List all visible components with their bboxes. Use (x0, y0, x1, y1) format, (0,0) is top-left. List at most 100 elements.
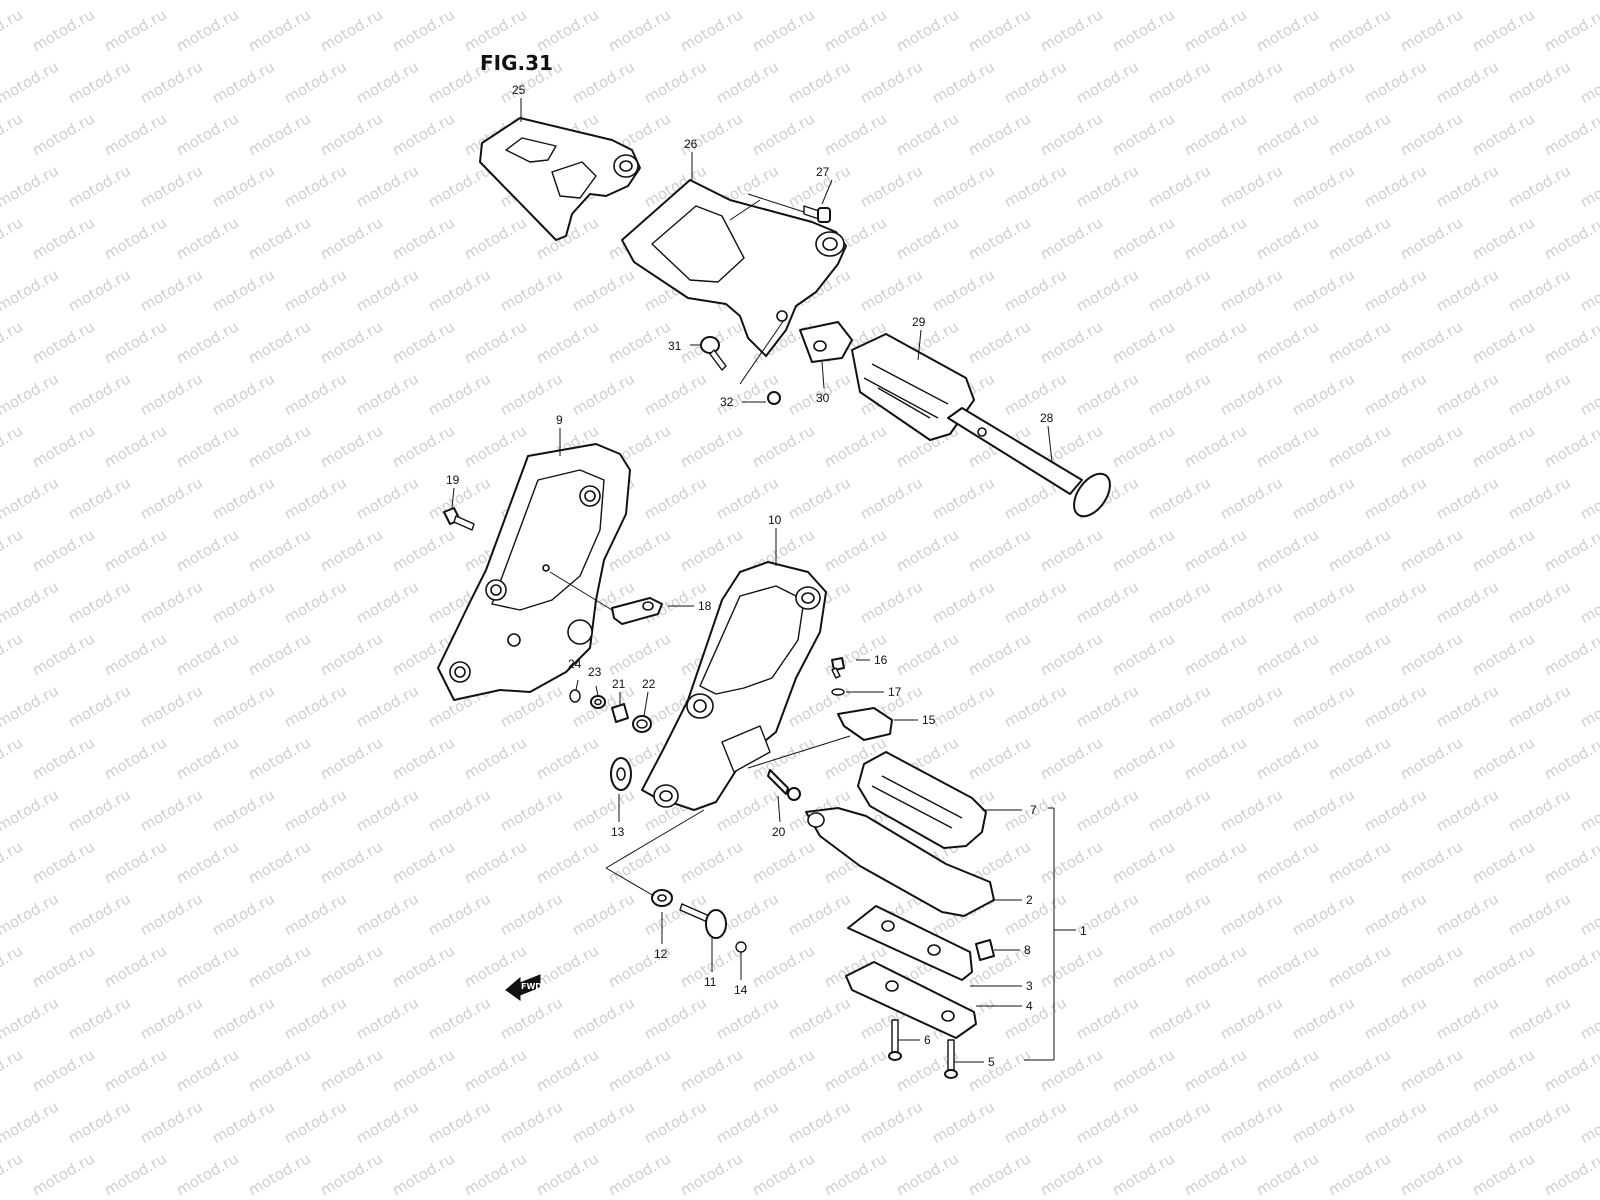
watermark-text: motod.ru (497, 785, 566, 835)
callout-labels: 1 2 3 4 5 6 7 8 9 10 11 12 13 14 15 16 1… (446, 83, 1087, 1069)
watermark-text: motod.ru (1361, 161, 1430, 211)
watermark-text: motod.ru (1361, 889, 1430, 939)
watermark-text: motod.ru (1361, 1097, 1430, 1147)
watermark-text: motod.ru (65, 161, 134, 211)
callout-4: 4 (1026, 999, 1033, 1013)
watermark-text: motod.ru (1073, 681, 1142, 731)
watermark-text: motod.ru (1541, 941, 1600, 991)
watermark-text: motod.ru (641, 0, 710, 3)
callout-11: 11 (704, 975, 717, 989)
watermark-text: motod.ru (1181, 941, 1250, 991)
watermark-text: motod.ru (533, 5, 602, 55)
watermark-text: motod.ru (1109, 109, 1178, 159)
watermark-text: motod.ru (317, 837, 386, 887)
watermark-text: motod.ru (1541, 837, 1600, 887)
watermark-text: motod.ru (1433, 57, 1502, 107)
watermark-text: motod.ru (101, 5, 170, 55)
watermark-text: motod.ru (1037, 733, 1106, 783)
watermark-text: motod.ru (965, 317, 1034, 367)
watermark-text: motod.ru (1433, 1097, 1502, 1147)
watermark-text: motod.ru (1001, 0, 1070, 3)
part-11-pin (679, 903, 727, 939)
watermark-text: motod.ru (1217, 993, 1286, 1043)
watermark-text: motod.ru (1001, 265, 1070, 315)
callout-21: 21 (612, 677, 626, 691)
watermark-text: motod.ru (929, 161, 998, 211)
watermark-text: motod.ru (1577, 369, 1600, 419)
part-5-screw (944, 1039, 958, 1079)
watermark-text: motod.ru (1181, 317, 1250, 367)
watermark-text: motod.ru (137, 577, 206, 627)
watermark-text: motod.ru (1469, 525, 1538, 575)
watermark-text: motod.ru (281, 993, 350, 1043)
watermark-text: motod.ru (569, 785, 638, 835)
watermark-text: motod.ru (281, 1097, 350, 1147)
watermark-text: motod.ru (893, 629, 962, 679)
watermark-text: motod.ru (1109, 629, 1178, 679)
watermark-text: motod.ru (533, 1149, 602, 1199)
watermark-text: motod.ru (965, 1045, 1034, 1095)
watermark-text: motod.ru (857, 473, 926, 523)
watermark-text: motod.ru (1217, 889, 1286, 939)
watermark-text: motod.ru (137, 161, 206, 211)
part-26-bracket (621, 179, 847, 357)
watermark-text: motod.ru (245, 733, 314, 783)
watermark-text: motod.ru (821, 1149, 890, 1199)
watermark-text: motod.ru (1037, 629, 1106, 679)
watermark-text: motod.ru (1361, 57, 1430, 107)
watermark-text: motod.ru (1145, 1097, 1214, 1147)
watermark-text: motod.ru (389, 1149, 458, 1199)
callout-10: 10 (768, 513, 782, 527)
watermark-text: motod.ru (1253, 733, 1322, 783)
watermark-text: motod.ru (1145, 785, 1214, 835)
watermark-text: motod.ru (317, 1149, 386, 1199)
watermark-text: motod.ru (1577, 577, 1600, 627)
watermark-text: motod.ru (929, 577, 998, 627)
watermark-text: motod.ru (1433, 265, 1502, 315)
watermark-text: motod.ru (1325, 837, 1394, 887)
watermark-text: motod.ru (101, 317, 170, 367)
watermark-text: motod.ru (1577, 681, 1600, 731)
watermark-text: motod.ru (0, 577, 62, 627)
watermark-text: motod.ru (245, 5, 314, 55)
watermark-text: motod.ru (1541, 629, 1600, 679)
watermark-text: motod.ru (785, 57, 854, 107)
watermark-text: motod.ru (353, 57, 422, 107)
part-4-plate (845, 961, 977, 1039)
watermark-text: motod.ru (317, 5, 386, 55)
watermark-text: motod.ru (389, 1045, 458, 1095)
watermark-text: motod.ru (1145, 265, 1214, 315)
watermark-text: motod.ru (1541, 733, 1600, 783)
watermark-text: motod.ru (677, 525, 746, 575)
watermark-text: motod.ru (749, 5, 818, 55)
callout-15: 15 (922, 713, 936, 727)
part-24-circlip (569, 689, 581, 703)
watermark-text: motod.ru (605, 629, 674, 679)
watermark-text: motod.ru (929, 1097, 998, 1147)
watermark-text: motod.ru (425, 369, 494, 419)
watermark-text: motod.ru (929, 57, 998, 107)
watermark-text: motod.ru (1469, 109, 1538, 159)
callout-8: 8 (1024, 943, 1031, 957)
watermark-text: motod.ru (569, 993, 638, 1043)
watermark-text: motod.ru (749, 1149, 818, 1199)
watermark-text: motod.ru (1325, 109, 1394, 159)
part-16-bolt (831, 657, 845, 679)
watermark-text: motod.ru (0, 681, 62, 731)
watermark-text: motod.ru (353, 473, 422, 523)
watermark-text: motod.ru (749, 941, 818, 991)
callout-28: 28 (1040, 411, 1054, 425)
watermark-text: motod.ru (1181, 421, 1250, 471)
callout-1: 1 (1080, 924, 1087, 938)
watermark-text: motod.ru (317, 733, 386, 783)
watermark-text: motod.ru (1217, 681, 1286, 731)
watermark-text: motod.ru (1073, 369, 1142, 419)
watermark-text: motod.ru (1109, 733, 1178, 783)
watermark-text: motod.ru (353, 369, 422, 419)
watermark-text: motod.ru (965, 109, 1034, 159)
watermark-text: motod.ru (1217, 1097, 1286, 1147)
watermark-text: motod.ru (1145, 369, 1214, 419)
watermark-text: motod.ru (1253, 629, 1322, 679)
watermark-text: motod.ru (749, 837, 818, 887)
